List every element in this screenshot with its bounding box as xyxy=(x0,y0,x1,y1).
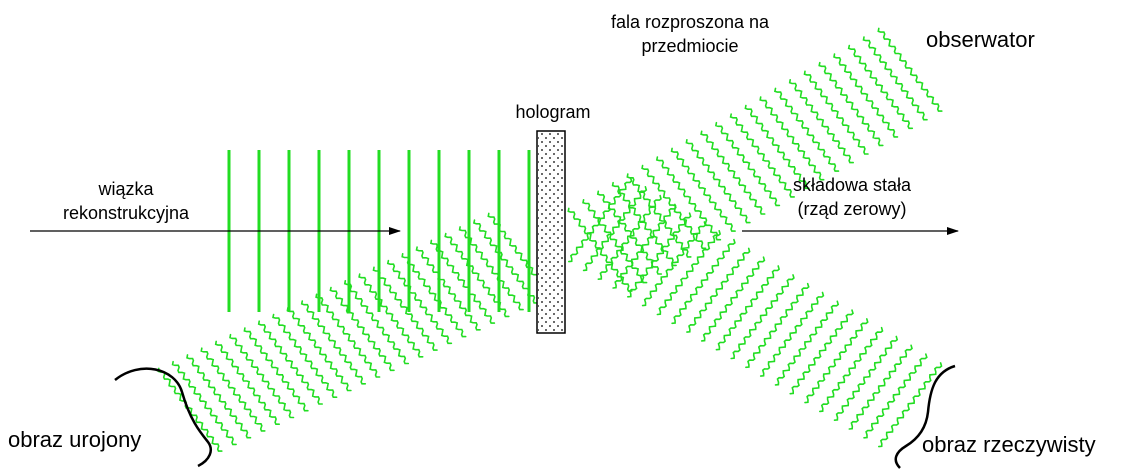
real-image-beam-wavefront xyxy=(597,194,662,280)
real-image-beam-wavefront xyxy=(848,344,913,430)
virtual-image-beam-wavefront xyxy=(229,333,295,419)
real-image-label: obraz rzeczywisty xyxy=(922,432,1096,457)
virtual-image-beam-wavefront xyxy=(243,327,309,412)
observer-beam-wavefront xyxy=(685,139,751,224)
observer-beam-wavefront xyxy=(877,27,943,112)
observer-beam-wavefront xyxy=(847,44,914,130)
virtual-image-beam-wavefront xyxy=(401,253,467,338)
real-image-bracket xyxy=(894,364,956,469)
virtual-image-beam-wavefront xyxy=(415,246,481,331)
real-image-beam-wavefront xyxy=(730,274,795,360)
virtual-image-beam-wavefront xyxy=(315,293,381,378)
observer-beam-wavefront xyxy=(700,130,766,215)
virtual-image-beam-wavefront xyxy=(272,313,338,398)
observer-beam-wavefront xyxy=(744,104,810,190)
hologram-label: hologram xyxy=(515,102,590,122)
real-image-beam-wavefront xyxy=(863,353,928,439)
observer-beam-wavefront xyxy=(833,53,899,138)
real-image-beam-wavefront xyxy=(686,247,751,333)
observer-beam-wavefront xyxy=(655,156,722,241)
virtual-image-beam-wavefront xyxy=(343,280,410,365)
observer-beam-wavefront xyxy=(729,113,795,198)
virtual-image-label: obraz urojony xyxy=(8,427,141,452)
real-image-beam-wavefront xyxy=(671,238,736,325)
virtual-image-beam-wavefront xyxy=(214,340,280,425)
observer-beam-wavefront xyxy=(788,79,854,164)
virtual-image-beam-wavefront xyxy=(286,306,352,392)
virtual-image-beam-wavefront xyxy=(186,354,252,439)
real-image-beam-wavefront xyxy=(656,230,722,316)
virtual-image-beam-wavefront xyxy=(372,266,438,351)
virtual-image-beam-wavefront xyxy=(300,300,367,385)
virtual-image-beam-wavefront xyxy=(358,273,424,358)
virtual-image-beam-wavefront xyxy=(458,226,524,311)
real-image-beam-wavefront xyxy=(715,265,781,351)
virtual-image-beam-wavefront xyxy=(329,286,395,372)
real-image-beam-wavefront xyxy=(745,282,810,369)
scattered-wave-label-line1: fala rozproszona na xyxy=(611,12,770,32)
real-image-beam-wavefront xyxy=(627,212,692,298)
virtual-image-beam-wavefront xyxy=(386,259,453,345)
real-image-beam-wavefront xyxy=(804,318,869,404)
real-image-beam-wavefront xyxy=(819,326,884,413)
real-image-beam-wavefront xyxy=(759,291,825,377)
observer-beam-wavefront xyxy=(626,173,692,258)
virtual-image-beam-wavefront xyxy=(257,320,323,405)
reconstruction-beam-label-line2: rekonstrukcyjna xyxy=(63,203,190,223)
virtual-image-beam-wavefront xyxy=(200,347,266,432)
real-image-beam-wavefront xyxy=(612,203,677,289)
virtual-image-beam-wavefront xyxy=(472,219,539,304)
real-image-beam-wavefront xyxy=(700,256,766,342)
real-image-beam-wavefront xyxy=(789,309,854,395)
zero-order-label-line1: składowa stała xyxy=(793,175,912,195)
observer-beam-wavefront xyxy=(759,96,825,181)
reconstruction-beam-label-line1: wiązka xyxy=(97,179,154,199)
observer-beam-wavefront xyxy=(862,36,928,121)
real-image-beam-wavefront xyxy=(641,221,707,307)
virtual-image-beam-wavefront xyxy=(429,239,496,324)
observer-beam-wavefront xyxy=(714,121,781,207)
observer-beam-wavefront xyxy=(803,70,869,155)
observer-beam-wavefront xyxy=(611,181,677,267)
virtual-image-bracket xyxy=(114,367,212,468)
diffracted-waves xyxy=(157,27,943,452)
real-image-beam-wavefront xyxy=(568,177,633,263)
virtual-image-beam-wavefront xyxy=(171,360,237,446)
observer-beam-wavefront xyxy=(670,147,736,232)
real-image-beam-wavefront xyxy=(833,335,899,421)
real-image-beam-wavefront xyxy=(774,300,840,386)
observer-label: obserwator xyxy=(926,27,1035,52)
real-image-beam-wavefront xyxy=(582,186,648,272)
observer-beam-wavefront xyxy=(818,61,884,147)
zero-order-label-line2: (rząd zerowy) xyxy=(797,199,906,219)
observer-beam-wavefront xyxy=(582,199,648,284)
hologram-plate-texture xyxy=(538,132,564,332)
virtual-image-beam-wavefront xyxy=(157,367,223,452)
scattered-wave-label-line2: przedmiocie xyxy=(641,36,738,56)
real-image-beam-wavefront xyxy=(878,362,943,448)
observer-beam-wavefront xyxy=(773,87,840,172)
